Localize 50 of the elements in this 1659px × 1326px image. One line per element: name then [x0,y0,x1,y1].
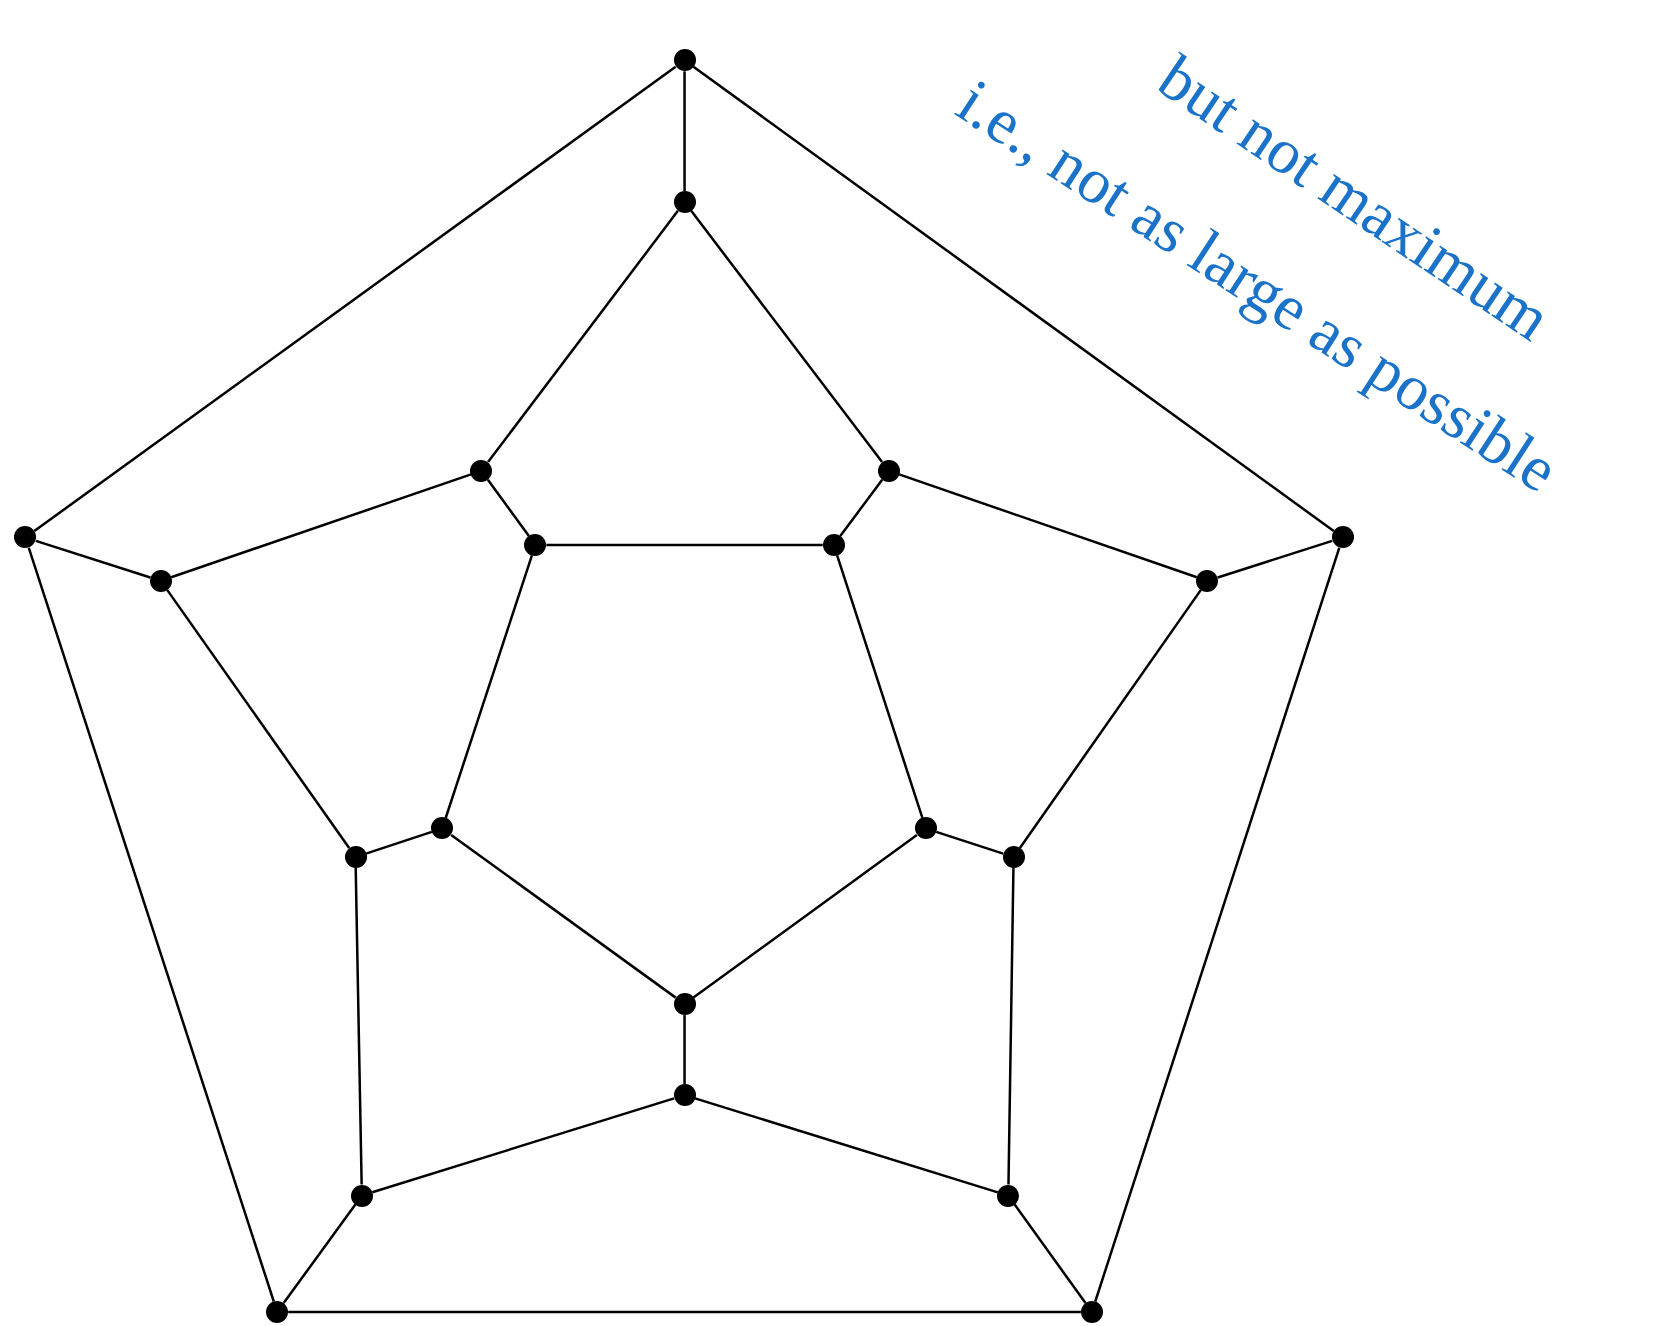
graph-edge [27,547,275,1302]
graph-edge [694,1097,999,1194]
graph-edge [170,473,472,579]
graph-edge [365,830,433,855]
graph-vertex [673,993,696,1016]
graph-vertex [1080,1300,1103,1323]
graph-vertex [266,1300,289,1323]
graph-vertex [431,817,454,840]
graph-vertex [1331,526,1354,549]
graph-edge [487,210,679,463]
graph-vertex [822,533,845,556]
graph-edge [1094,547,1341,1302]
graph-edge [282,1203,357,1304]
graph-edge [546,543,823,547]
graph-vertex [1002,846,1025,868]
graph-edge [444,554,534,819]
graph-vertex [673,1084,696,1107]
graph-edge [288,1310,1081,1314]
graph-edge [486,479,530,537]
graph-vertex [350,1184,373,1207]
graph-edge [166,589,351,849]
graph-edge [935,830,1004,855]
graph-edge [692,65,1335,533]
graph-edge [371,1097,675,1194]
graph-edge [835,554,924,819]
graph-edge [683,1015,686,1085]
graph-edge [1013,1203,1087,1304]
graph-vertex [1196,569,1219,592]
graph-edge [690,210,884,463]
graph-edge [33,65,677,533]
graph-edge [35,539,151,579]
graph-edge [1217,539,1333,579]
graph-vertex [14,526,37,549]
graph-edge [898,473,1198,579]
graph-vertex [877,459,900,482]
graph-vertex [673,191,696,214]
graph-vertex [673,49,696,72]
graph-edge [683,71,686,192]
graph-vertex [344,846,367,868]
graph-edge [692,833,918,999]
graph-edge [450,833,677,999]
graph-vertex [149,569,172,592]
graph-edge [1007,868,1015,1185]
graph-edge [1018,589,1202,849]
graph-vertex [997,1184,1020,1207]
graph-edge [354,868,363,1185]
graph-vertex [470,459,493,482]
graph-edge [839,478,884,537]
graph-vertex [914,817,937,840]
graph-vertex [524,533,547,556]
